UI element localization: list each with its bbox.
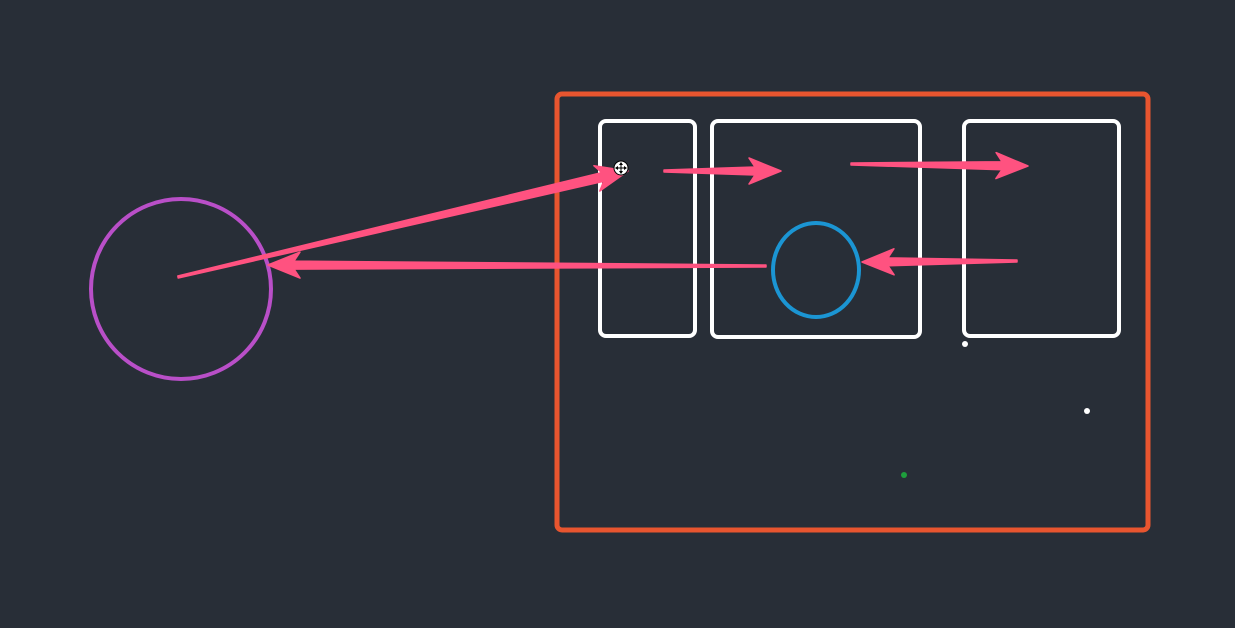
arrows-group <box>177 151 1029 279</box>
dot-white-1 <box>962 341 968 347</box>
arrow-circle-to-left-box[interactable] <box>177 164 629 279</box>
outer-container-frame[interactable] <box>554 91 1151 533</box>
arrow-middle-to-right-box[interactable] <box>850 151 1029 180</box>
move-cursor-icon <box>613 160 629 176</box>
box-middle[interactable] <box>710 119 922 339</box>
dot-white-2 <box>1084 408 1090 414</box>
arrow-right-box-to-circle[interactable] <box>861 248 1018 276</box>
box-left[interactable] <box>598 119 697 338</box>
arrow-middle-to-left-circle[interactable] <box>267 251 767 279</box>
dot-green <box>901 472 907 478</box>
box-right[interactable] <box>962 119 1121 338</box>
inner-circle[interactable] <box>771 221 861 319</box>
left-circle[interactable] <box>89 197 273 381</box>
arrow-left-box-to-middle[interactable] <box>663 157 782 185</box>
